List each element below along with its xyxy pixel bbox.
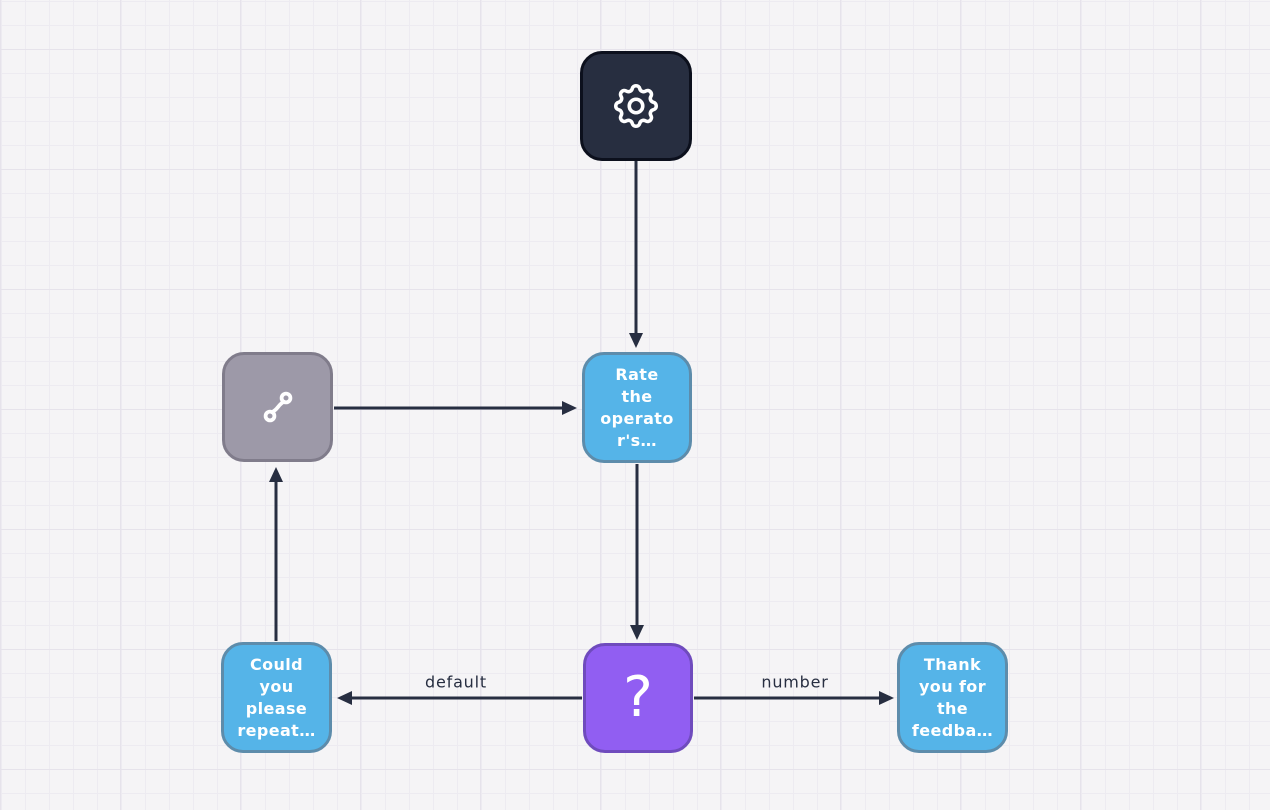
node-message-could-repeat[interactable]: Could you please repeat… [221,642,332,753]
edge-label-number: number [761,672,829,692]
spline-icon [263,391,292,423]
node-label: Thank you for the feedba… [911,654,994,740]
gear-icon [613,83,659,129]
node-label: Rate the operato r's… [600,364,674,450]
node-label: Could you please repeat… [237,654,316,740]
node-start-settings[interactable] [580,51,692,161]
edge-label-default: default [425,672,487,692]
node-question-condition[interactable]: ? [583,643,693,753]
question-mark-icon: ? [623,665,653,730]
node-message-rate-operator[interactable]: Rate the operato r's… [582,352,692,463]
node-message-thank-feedback[interactable]: Thank you for the feedba… [897,642,1008,753]
node-spline-connector[interactable] [222,352,333,462]
